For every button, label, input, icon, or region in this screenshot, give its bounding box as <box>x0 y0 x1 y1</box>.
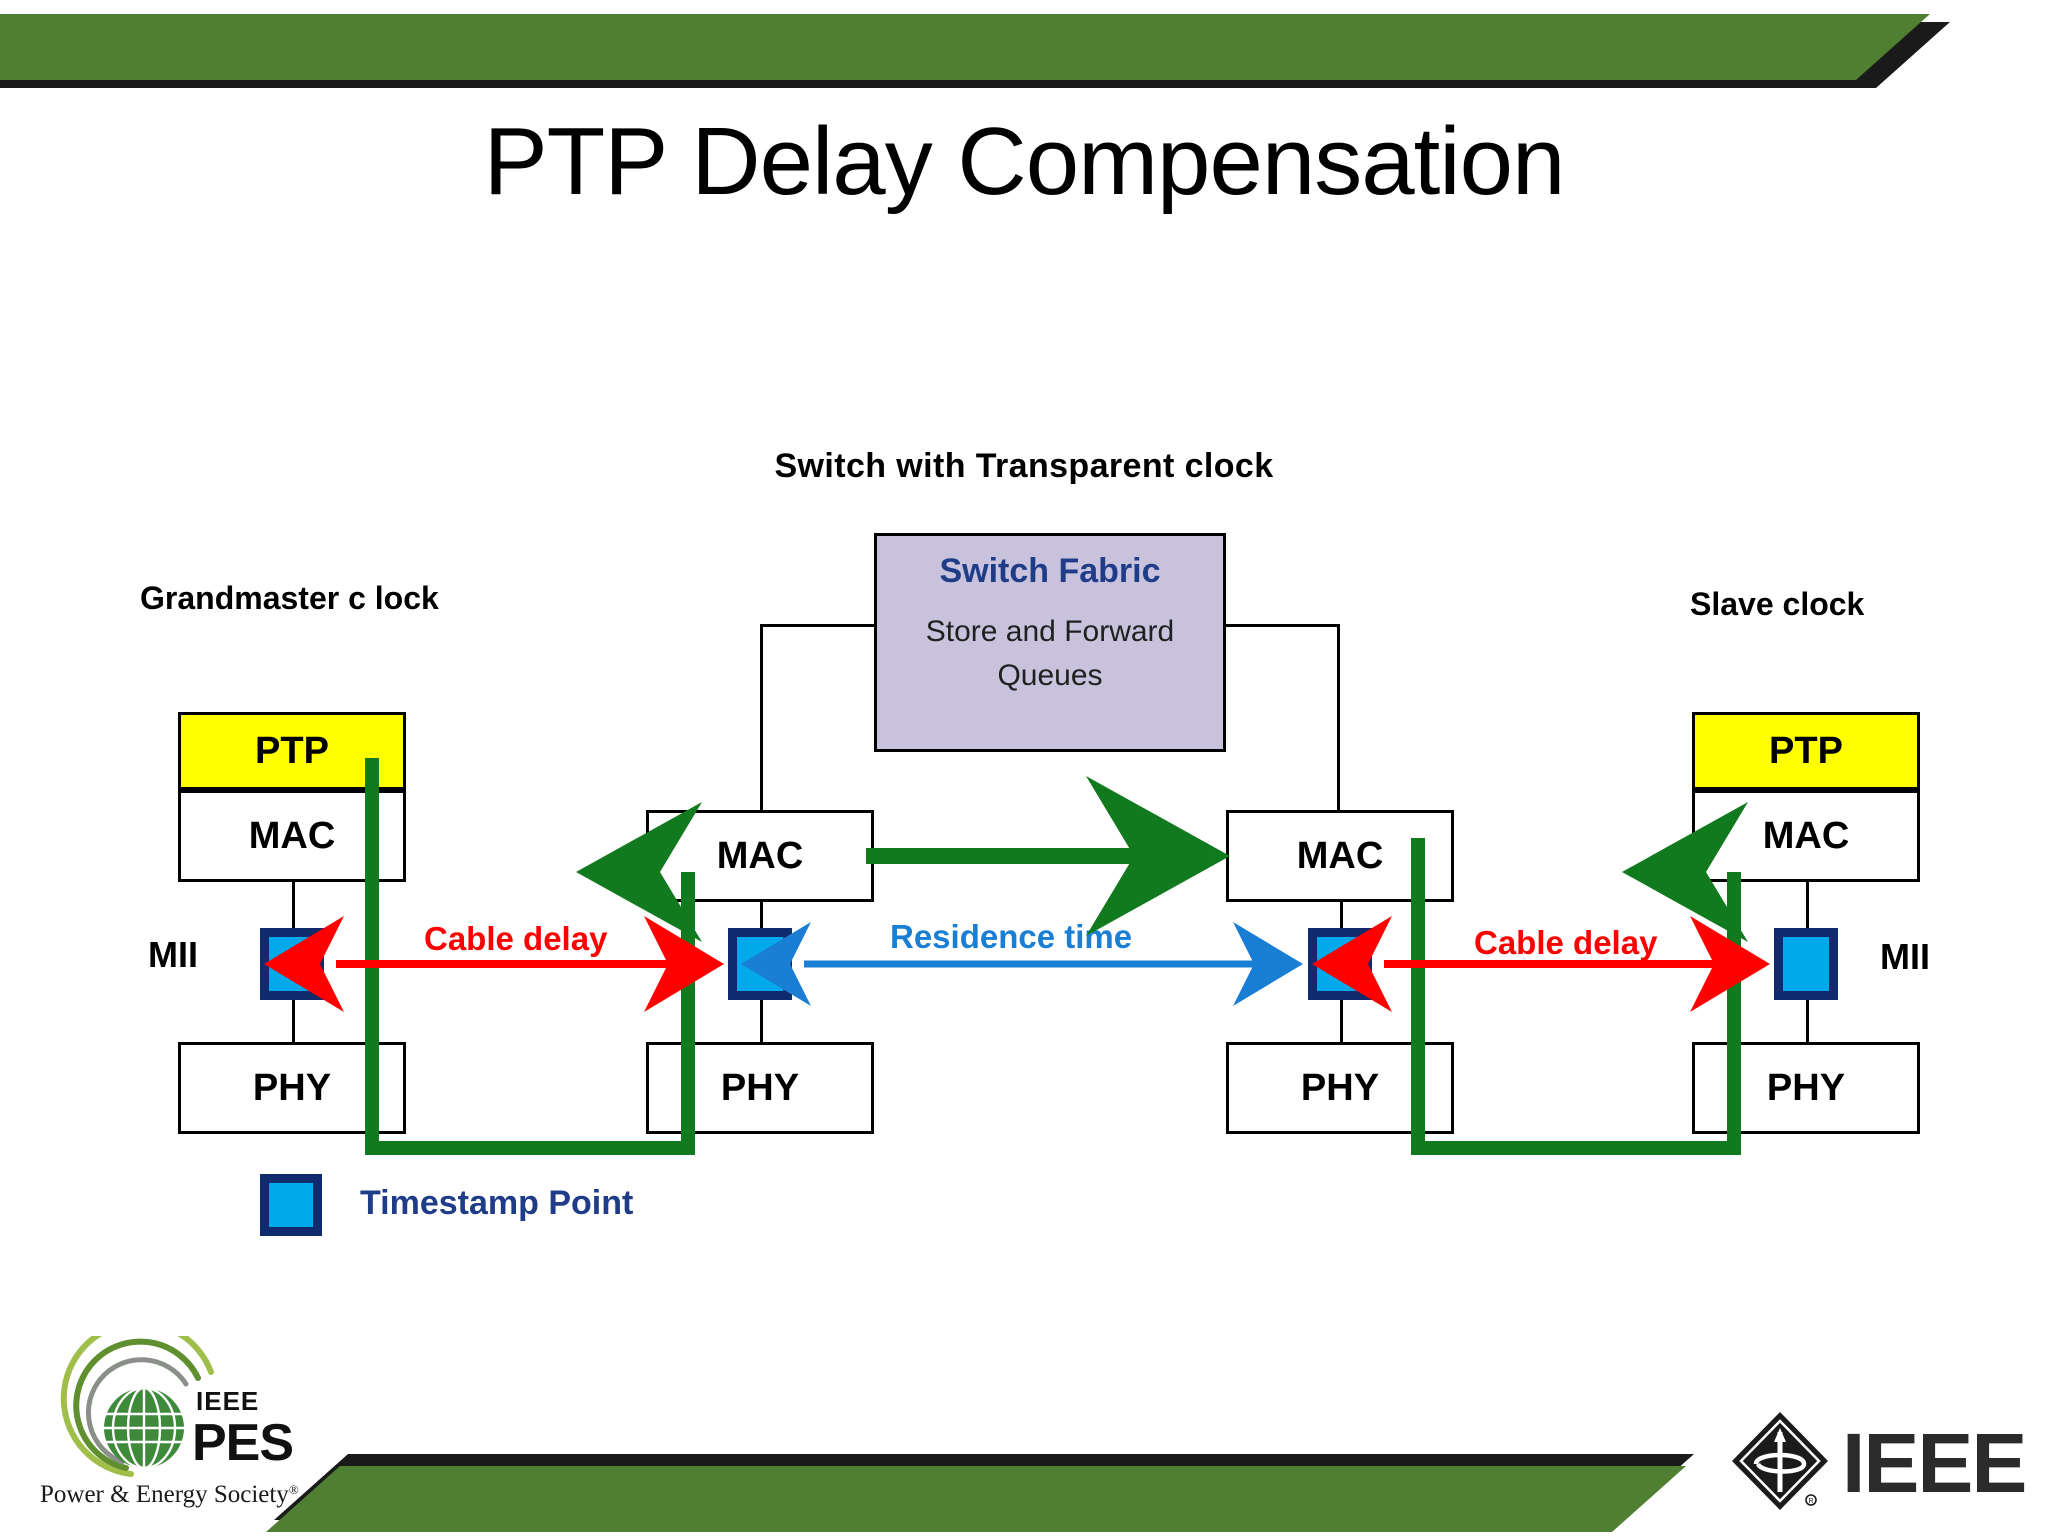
pes-arcs-icon <box>60 1336 214 1477</box>
grandmaster-phy-box: PHY <box>178 1042 406 1134</box>
switch-egress-phy-stub <box>1340 1000 1343 1042</box>
switch-ingress-phy-stub <box>760 1000 763 1042</box>
pes-globe-icon <box>104 1386 184 1470</box>
slave-mac-stub <box>1806 882 1809 928</box>
slave-clock-label: Slave clock <box>1690 586 1865 622</box>
fabric-rail-top-left <box>760 624 876 627</box>
legend-timestamp-swatch <box>260 1174 322 1236</box>
legend-timestamp-label: Timestamp Point <box>360 1184 634 1222</box>
switch-fabric-title: Switch Fabric <box>939 552 1161 590</box>
bottom-bar-shadow <box>274 1454 1694 1520</box>
pes-tagline-text: Power & Energy Society® <box>40 1481 299 1508</box>
residence-time-label: Residence time <box>890 918 1133 955</box>
slave-timestamp-point <box>1774 928 1838 1000</box>
switch-ingress-mac-stub <box>760 902 763 928</box>
fabric-rail-top-right <box>1224 624 1340 627</box>
switch-egress-timestamp-point <box>1308 928 1372 1000</box>
grandmaster-clock-label: Grandmaster c lock <box>140 580 439 616</box>
top-bar-green <box>0 14 1930 80</box>
pes-ieee-text: IEEE <box>196 1386 259 1416</box>
mii-label-left: MII <box>148 934 198 975</box>
switch-fabric-line1: Store and Forward <box>925 615 1175 648</box>
top-bar-shadow <box>0 22 1950 88</box>
grandmaster-ptp-box: PTP <box>178 712 406 790</box>
slave-phy-stub <box>1806 1000 1809 1042</box>
grandmaster-timestamp-point <box>260 928 324 1000</box>
switch-ingress-phy-box: PHY <box>646 1042 874 1134</box>
fabric-rail-right-vert <box>1337 624 1340 810</box>
cable-delay-right-label: Cable delay <box>1474 924 1658 961</box>
top-decorative-bar <box>0 14 1950 88</box>
ieee-pes-logo: IEEE PES Power & Energy Society® <box>40 1336 299 1508</box>
green-path-switch-to-slave <box>1411 802 1748 1155</box>
ieee-registered-mark: R <box>1808 1498 1813 1505</box>
ieee-master-logo: R IEEE <box>1732 1412 2027 1510</box>
grandmaster-mac-box: MAC <box>178 790 406 882</box>
cable-delay-left-label: Cable delay <box>424 920 608 957</box>
slave-mac-box: MAC <box>1692 790 1920 882</box>
switch-egress-phy-box: PHY <box>1226 1042 1454 1134</box>
ieee-wordmark-text: IEEE <box>1842 1416 2025 1510</box>
switch-ingress-timestamp-point <box>728 928 792 1000</box>
grandmaster-mac-stub <box>292 882 295 928</box>
switch-fabric-box: Switch Fabric Store and Forward Queues <box>874 533 1226 752</box>
mii-label-right: MII <box>1880 936 1930 977</box>
switch-section-title: Switch with Transparent clock <box>774 447 1274 485</box>
page-title: PTP Delay Compensation <box>483 108 1566 215</box>
fabric-rail-left-vert <box>760 624 763 810</box>
bottom-bar-green <box>266 1466 1686 1532</box>
switch-egress-mac-box: MAC <box>1226 810 1454 902</box>
ieee-diamond-icon: R <box>1732 1412 1828 1510</box>
slave-ptp-box: PTP <box>1692 712 1920 790</box>
slave-phy-box: PHY <box>1692 1042 1920 1134</box>
switch-egress-mac-stub <box>1340 902 1343 928</box>
grandmaster-phy-stub <box>292 1000 295 1042</box>
pes-pes-text: PES <box>192 1414 293 1472</box>
switch-fabric-line2: Queues <box>997 659 1103 692</box>
switch-ingress-mac-box: MAC <box>646 810 874 902</box>
